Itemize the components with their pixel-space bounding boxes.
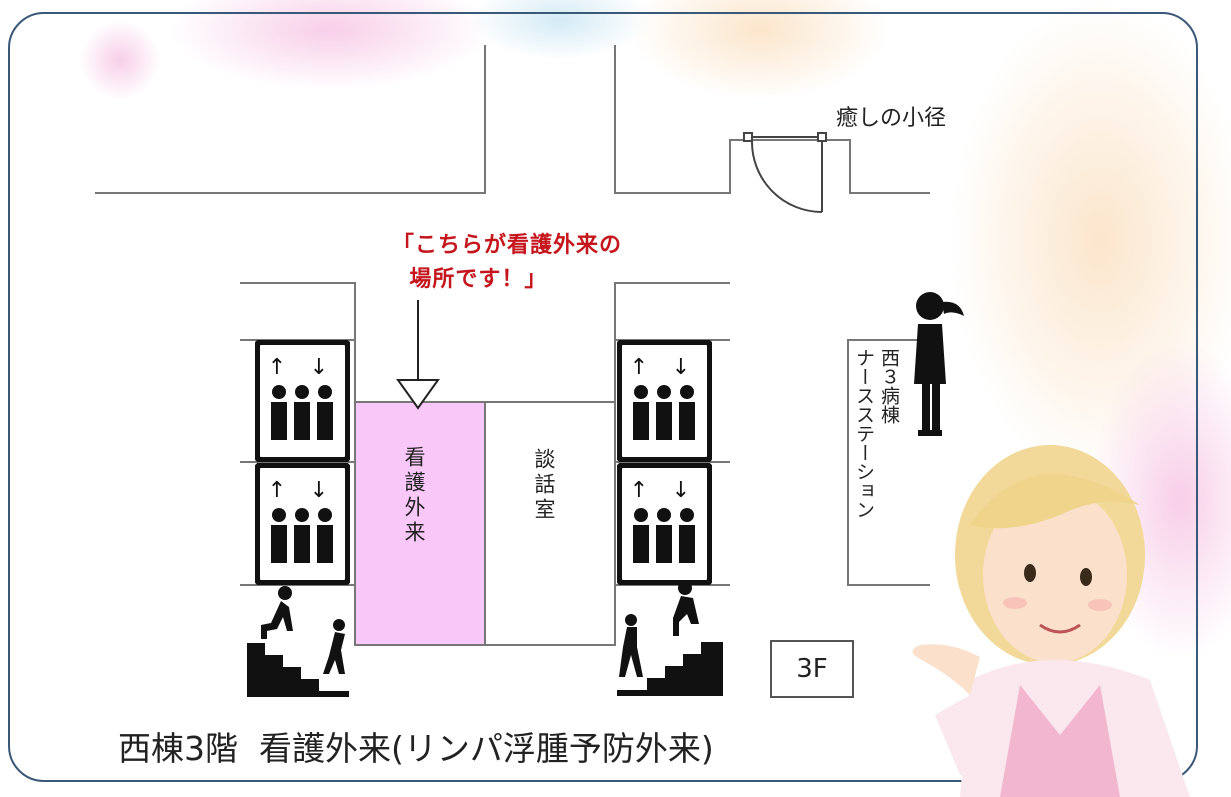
svg-text:↓: ↓ xyxy=(672,478,690,503)
svg-text:↑: ↑ xyxy=(268,355,286,380)
svg-text:↓: ↓ xyxy=(310,355,328,380)
nursing-clinic-label: 看護外来 xyxy=(402,446,426,546)
elevator-icon: ↑ ↓ xyxy=(617,463,712,585)
arrow-down-icon xyxy=(396,300,440,410)
garden-path-label: 癒しの小径 xyxy=(836,106,947,131)
svg-text:↑: ↑ xyxy=(268,478,286,503)
svg-text:↓: ↓ xyxy=(310,478,328,503)
floor-indicator: 3F xyxy=(770,640,854,698)
guide-character-illustration xyxy=(912,445,1190,797)
door-icon xyxy=(743,132,827,213)
elevator-icon: ↑ ↓ xyxy=(617,340,712,462)
svg-text:↑: ↑ xyxy=(630,355,648,380)
stairs-icon xyxy=(247,586,349,697)
svg-text:↓: ↓ xyxy=(672,355,690,380)
callout-text: 「こちらが看護外来の 場所です！」 xyxy=(392,233,623,292)
svg-text:↑: ↑ xyxy=(630,478,648,503)
map-caption: 西棟3階 看護外来(リンパ浮腫予防外来) xyxy=(118,729,714,768)
ward-label: 西３病棟 xyxy=(878,348,900,424)
lounge-label: 談話室 xyxy=(532,448,556,523)
nurse-station-label: ナースステーション xyxy=(853,348,875,519)
stairs-icon xyxy=(617,581,723,696)
map-frame xyxy=(8,12,1198,782)
elevator-icon: ↑ ↓ xyxy=(255,463,350,585)
elevator-icon: ↑ ↓ xyxy=(255,340,350,462)
nurse-silhouette-icon xyxy=(914,292,964,436)
